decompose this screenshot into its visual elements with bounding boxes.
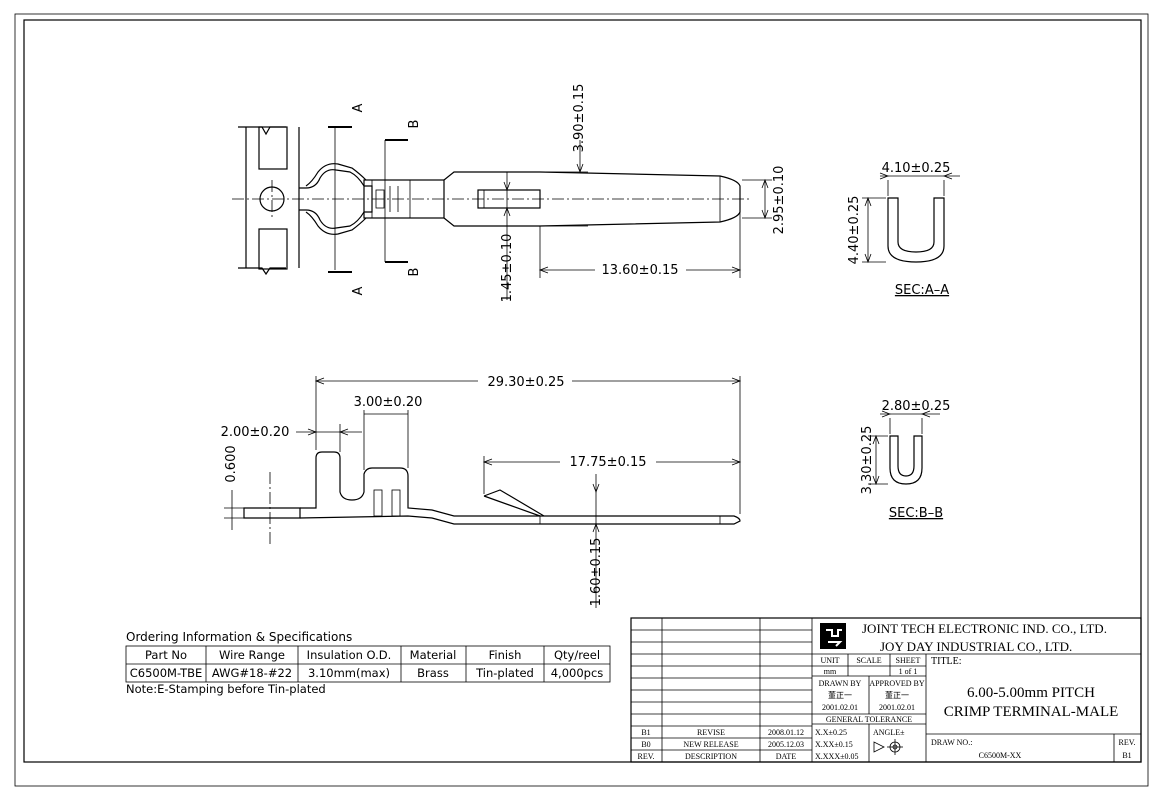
scale-label: SCALE: [856, 656, 881, 665]
header-insulation: Insulation O.D.: [307, 648, 392, 662]
dim-3-30: 3.30±0.25: [860, 426, 875, 495]
title-label: TITLE:: [931, 656, 962, 667]
ordering-note: Note:E-Stamping before Tin-plated: [126, 682, 326, 696]
ordering-title: Ordering Information & Specifications: [126, 630, 352, 644]
cell-qty: 4,000pcs: [551, 666, 604, 680]
approved-by-name: 董正一: [885, 690, 909, 700]
header-material: Material: [410, 648, 457, 662]
section-a-label-top: A: [351, 103, 366, 112]
dim-1-60: 1.60±0.15: [589, 538, 604, 607]
drawn-by-name: 董正一: [828, 690, 852, 700]
unit-label: UNIT: [820, 656, 839, 665]
cell-material: Brass: [417, 666, 449, 680]
approved-by-label: APPROVED BY: [869, 679, 925, 688]
dim-4-40: 4.40±0.25: [847, 196, 862, 265]
cell-finish: Tin-plated: [475, 666, 534, 680]
dim-2-00: 2.00±0.20: [221, 425, 290, 440]
section-a-a: 4.10±0.25 4.40±0.25 SEC:A–A: [847, 161, 960, 298]
rev-header-desc: DESCRIPTION: [685, 752, 737, 761]
header-part-no: Part No: [145, 648, 187, 662]
drawn-date: 2001.02.01: [822, 703, 858, 712]
rev-b0-desc: NEW RELEASE: [683, 740, 738, 749]
cell-insulation: 3.10mm(max): [308, 666, 390, 680]
dim-2-80: 2.80±0.25: [882, 399, 951, 414]
dim-29-30: 29.30±0.25: [487, 375, 564, 390]
unit-value: mm: [824, 667, 837, 676]
rev-b1: B1: [641, 728, 650, 737]
section-b-b-label: SEC:B–B: [889, 506, 943, 521]
approved-date: 2001.02.01: [879, 703, 915, 712]
draw-no-label: DRAW NO.:: [931, 738, 972, 747]
cell-part-no: C6500M-TBE: [130, 666, 203, 680]
projection-symbol-icon: [873, 739, 903, 755]
outer-border: [14, 13, 1149, 787]
header-wire-range: Wire Range: [219, 648, 285, 662]
header-finish: Finish: [489, 648, 522, 662]
rev-header: REV.: [638, 752, 655, 761]
draw-no-value: C6500M-XX: [979, 751, 1022, 760]
drawing-title-2: CRIMP TERMINAL-MALE: [944, 704, 1119, 720]
rev-header-date: DATE: [776, 752, 797, 761]
dim-2-95: 2.95±0.10: [772, 166, 787, 235]
sheet-value: 1 of 1: [899, 667, 918, 676]
dim-13-60: 13.60±0.15: [601, 263, 678, 278]
dim-4-10: 4.10±0.25: [882, 161, 951, 176]
section-b-label-bottom: B: [407, 268, 422, 277]
rev-value: B1: [1122, 751, 1131, 760]
inner-border: [23, 19, 1142, 763]
section-a-a-label: SEC:A–A: [895, 283, 949, 298]
general-tolerance-label: GENERAL TOLERANCE: [826, 715, 912, 724]
ordering-table: Ordering Information & Specifications Pa…: [125, 630, 611, 696]
drawing-title-1: 6.00-5.00mm PITCH: [967, 685, 1095, 701]
cell-wire-range: AWG#18-#22: [212, 666, 292, 680]
tol-3: X.XXX±0.05: [815, 752, 859, 761]
side-view: 29.30±0.25 3.00±0.20 2.00±0.20 0.600 17.…: [221, 375, 742, 608]
rev-b0-date: 2005.12.03: [768, 740, 804, 749]
rev-b1-desc: REVISE: [697, 728, 725, 737]
dim-17-75: 17.75±0.15: [569, 455, 646, 470]
section-a-label-bottom: A: [351, 286, 366, 295]
tol-2: X.XX±0.15: [815, 740, 853, 749]
title-block: B1 REVISE 2008.01.12 B0 NEW RELEASE 2005…: [630, 617, 1142, 763]
sheet-label: SHEET: [896, 656, 921, 665]
dim-3-00: 3.00±0.20: [354, 395, 423, 410]
dim-3-90: 3.90±0.15: [572, 84, 587, 153]
angle-label: ANGLE±: [873, 728, 905, 737]
header-qty: Qty/reel: [554, 648, 600, 662]
dim-1-45: 1.45±0.10: [500, 234, 515, 303]
company-name-1: JOINT TECH ELECTRONIC IND. CO., LTD.: [862, 621, 1107, 636]
tol-1: X.X±0.25: [815, 728, 847, 737]
top-view: A A B B 3.90±0.15 2.95±0.10 1.45±0.10 13…: [232, 84, 787, 303]
rev-b0: B0: [641, 740, 650, 749]
rev-b1-date: 2008.01.12: [768, 728, 804, 737]
section-b-b: 2.80±0.25 3.30±0.25 SEC:B–B: [860, 399, 950, 521]
dim-0-600: 0.600: [224, 445, 239, 482]
rev-label: REV.: [1119, 738, 1136, 747]
drawn-by-label: DRAWN BY: [819, 679, 862, 688]
company-name-2: JOY DAY INDUSTRIAL CO., LTD.: [880, 639, 1072, 654]
section-b-label-top: B: [407, 120, 422, 129]
